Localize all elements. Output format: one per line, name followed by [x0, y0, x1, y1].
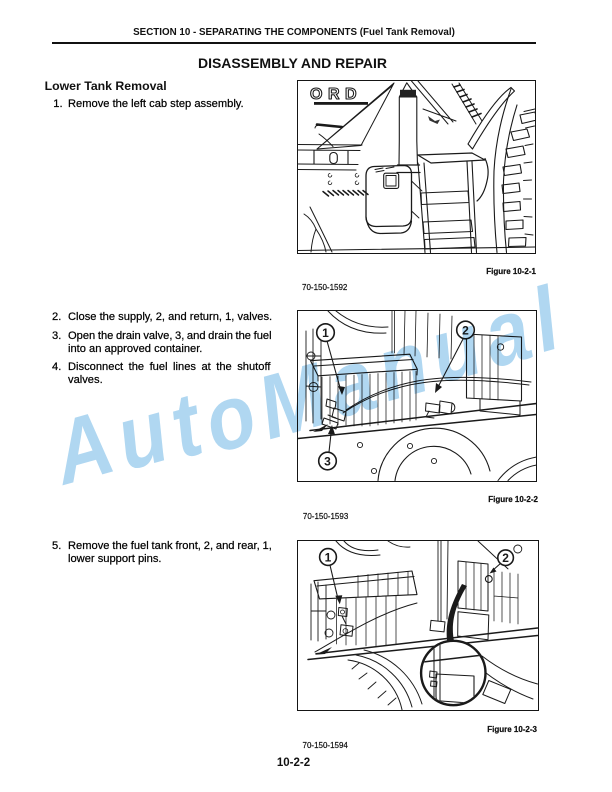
- svg-text:1: 1: [322, 326, 329, 340]
- svg-text:2: 2: [462, 323, 469, 337]
- svg-text:1: 1: [325, 550, 332, 564]
- svg-text:ORD: ORD: [310, 86, 362, 103]
- svg-text:2: 2: [502, 551, 509, 565]
- svg-text:3: 3: [324, 454, 331, 468]
